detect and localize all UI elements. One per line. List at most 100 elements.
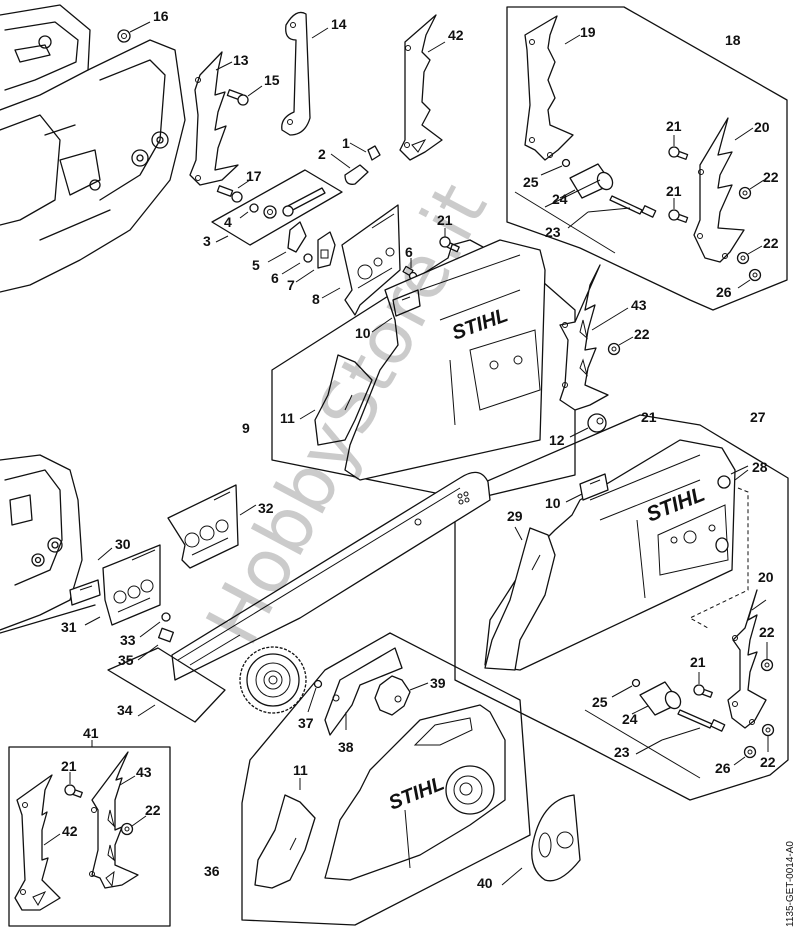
part-16-nut xyxy=(117,21,151,43)
callout-42: 42 xyxy=(448,27,464,43)
callout-10a: 10 xyxy=(355,325,371,341)
part-35-nut xyxy=(137,627,174,661)
callout-43a: 43 xyxy=(631,297,647,313)
guide-bar xyxy=(171,471,491,681)
callout-25a: 25 xyxy=(523,174,539,190)
engine-housing-top xyxy=(0,4,186,293)
part-27-sprocket-cover: STIHL xyxy=(484,439,749,671)
callout-18: 18 xyxy=(725,32,741,48)
part-28-washer xyxy=(734,469,749,481)
callout-22b: 22 xyxy=(763,235,779,251)
callout-22f: 22 xyxy=(145,802,161,818)
callout-4: 4 xyxy=(224,214,232,230)
part-17-screw xyxy=(216,179,251,203)
part-42-bumper-spike-b xyxy=(14,774,61,911)
callout-43b: 43 xyxy=(136,764,152,780)
callout-6b: 6 xyxy=(405,244,413,260)
part-23-24-25-spacer-a xyxy=(514,158,657,254)
callout-37: 37 xyxy=(298,715,314,731)
part-7-block xyxy=(295,231,336,283)
part-30-slider xyxy=(69,547,113,606)
part-22-nut-b xyxy=(736,245,763,265)
callout-22a: 22 xyxy=(763,169,779,185)
group-27-frame xyxy=(454,414,789,801)
callout-27: 27 xyxy=(750,409,766,425)
callout-21e: 21 xyxy=(690,654,706,670)
callout-26b: 26 xyxy=(715,760,731,776)
group-36-frame xyxy=(241,632,531,926)
callout-24a: 24 xyxy=(552,191,568,207)
part-22-nut-e xyxy=(761,723,775,752)
part-42-bumper-spike xyxy=(399,14,446,161)
callout-30: 30 xyxy=(115,536,131,552)
part-32-side-plate xyxy=(167,484,257,569)
callout-13: 13 xyxy=(233,52,249,68)
callout-32: 32 xyxy=(258,500,274,516)
part-11-guide-a xyxy=(299,354,373,446)
engine-housing-bottom xyxy=(0,454,96,634)
callout-16: 16 xyxy=(153,8,169,24)
callout-25b: 25 xyxy=(592,694,608,710)
part-21-screw-e xyxy=(64,772,83,798)
callout-21d: 21 xyxy=(641,409,657,425)
part-34-sprocket-kit xyxy=(107,646,307,723)
part-13-bumper-spike xyxy=(189,51,239,186)
part-10-slider xyxy=(371,289,421,333)
callout-2: 2 xyxy=(318,146,326,162)
callout-15: 15 xyxy=(264,72,280,88)
callout-22e: 22 xyxy=(760,754,776,770)
callout-26a: 26 xyxy=(716,284,732,300)
callout-31: 31 xyxy=(61,619,77,635)
callout-9: 9 xyxy=(242,420,250,436)
part-38-guard xyxy=(324,647,403,736)
callout-8: 8 xyxy=(312,291,320,307)
callout-21c: 21 xyxy=(666,183,682,199)
part-14-bracket xyxy=(281,11,329,136)
callout-20a: 20 xyxy=(754,119,770,135)
callout-1: 1 xyxy=(342,135,350,151)
part-31-side-plate xyxy=(84,544,161,626)
callout-23a: 23 xyxy=(545,224,561,240)
part-39-knob xyxy=(374,675,429,716)
callout-28: 28 xyxy=(752,459,768,475)
part-5-plate xyxy=(267,221,307,263)
callout-7: 7 xyxy=(287,277,295,293)
callout-41: 41 xyxy=(83,725,99,741)
part-8-guide-plate xyxy=(321,204,401,316)
part-26-nut-b xyxy=(733,745,757,766)
callout-36: 36 xyxy=(204,863,220,879)
part-6-screw xyxy=(281,253,313,275)
callout-24b: 24 xyxy=(622,711,638,727)
part-37-screw xyxy=(307,679,323,713)
callout-22d: 22 xyxy=(759,624,775,640)
group-18-frame xyxy=(506,6,788,311)
part-22-nut-d xyxy=(760,642,774,672)
part-43-bumper-spike-b xyxy=(89,751,139,889)
callout-3: 3 xyxy=(203,233,211,249)
part-11-guide-b xyxy=(254,778,316,889)
part-36-sprocket-cover: STIHL xyxy=(324,704,506,881)
callout-21b: 21 xyxy=(666,118,682,134)
part-21-screw-d xyxy=(693,672,713,698)
callout-10b: 10 xyxy=(545,495,561,511)
part-40-side-cover xyxy=(501,794,581,886)
callout-17: 17 xyxy=(246,168,262,184)
group-9-frame xyxy=(271,239,576,501)
callout-20b: 20 xyxy=(758,569,774,585)
part-1-2-tensioner-clip xyxy=(330,142,381,185)
callout-5: 5 xyxy=(252,257,260,273)
callout-19: 19 xyxy=(580,24,596,40)
callout-22c: 22 xyxy=(634,326,650,342)
callout-34: 34 xyxy=(117,702,133,718)
callout-38: 38 xyxy=(338,739,354,755)
part-12-nut xyxy=(569,413,607,438)
callout-21f: 21 xyxy=(61,758,77,774)
part-20-bumper-spike-b xyxy=(727,589,767,729)
part-3-chain-tensioner-kit xyxy=(211,169,343,246)
part-19-bumper-spike xyxy=(524,15,581,161)
part-22-nut-a xyxy=(738,179,765,200)
part-43-bumper-spike-a xyxy=(559,264,629,411)
callout-23b: 23 xyxy=(614,744,630,760)
callout-11b: 11 xyxy=(293,762,308,778)
